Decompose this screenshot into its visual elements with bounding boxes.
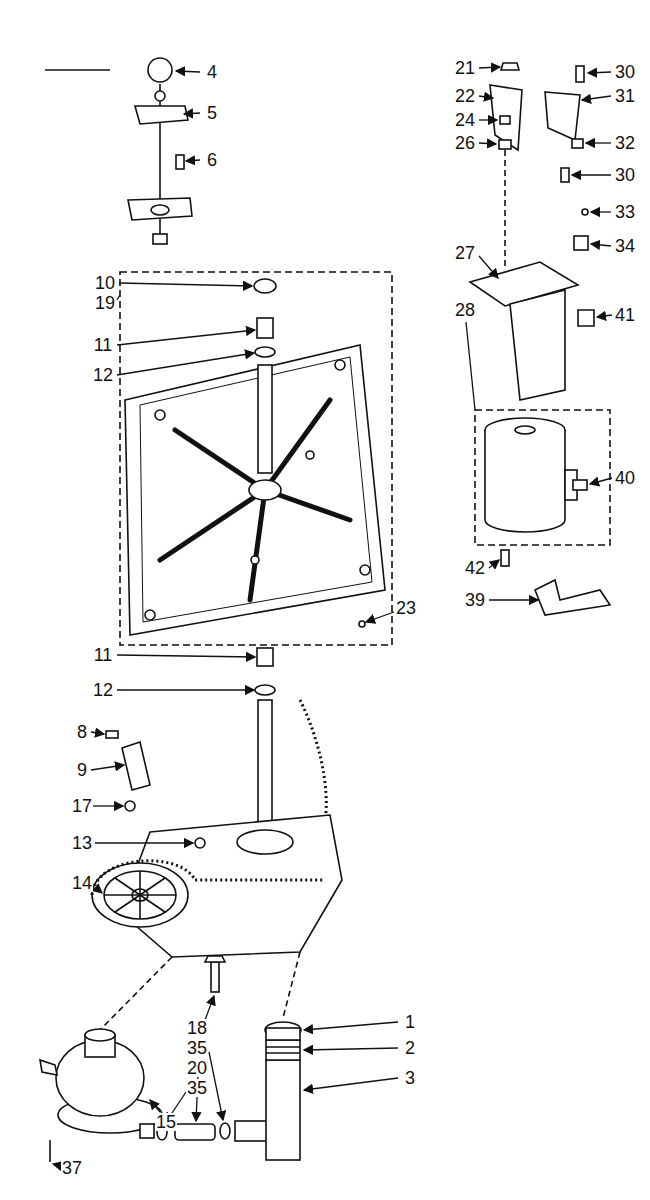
- callout-number: 26: [454, 134, 476, 152]
- callout-number: 35: [186, 1039, 208, 1057]
- callout-number: 4: [206, 63, 218, 81]
- callout-number: 1: [404, 1013, 416, 1031]
- callout-number: 30: [614, 63, 636, 81]
- callout-number: 32: [614, 134, 636, 152]
- callout-number: 15: [155, 1113, 177, 1131]
- motor-assembly: [470, 63, 610, 615]
- callout-number: 20: [186, 1059, 208, 1077]
- callout-number: 28: [454, 301, 476, 319]
- transmission: [92, 700, 342, 1035]
- callout-number: 39: [464, 591, 486, 609]
- base-plate-assembly: [120, 272, 392, 695]
- callout-number: 6: [206, 151, 218, 169]
- callout-number: 33: [614, 203, 636, 221]
- callout-number: 40: [614, 469, 636, 487]
- callout-number: 11: [93, 646, 114, 664]
- callout-number: 8: [76, 723, 88, 741]
- callout-number: 3: [404, 1069, 416, 1087]
- callout-number: 23: [395, 599, 417, 617]
- callout-number: 10: [94, 274, 116, 292]
- callout-number: 19: [94, 294, 116, 312]
- callout-number: 13: [71, 834, 93, 852]
- callout-number: 41: [614, 306, 636, 324]
- callout-number: 42: [464, 559, 486, 577]
- callout-number: 34: [614, 237, 636, 255]
- callout-number: 27: [454, 244, 476, 262]
- callout-number: 9: [76, 761, 88, 779]
- agitator-rod-assembly: [45, 58, 192, 244]
- callout-number: 35: [186, 1079, 208, 1097]
- callout-number: 24: [454, 111, 476, 129]
- callout-number: 5: [206, 104, 218, 122]
- callout-number: 12: [92, 681, 114, 699]
- callout-number: 11: [93, 336, 114, 354]
- callout-number: 21: [454, 59, 476, 77]
- callout-number: 2: [404, 1039, 416, 1057]
- leader-lines: [53, 67, 612, 1166]
- callout-number: 17: [71, 797, 93, 815]
- callout-number: 31: [614, 87, 636, 105]
- callout-number: 14: [71, 874, 93, 892]
- callout-number: 37: [61, 1159, 83, 1177]
- pump-and-hose: [40, 1022, 301, 1162]
- callout-number: 18: [186, 1019, 208, 1037]
- callout-number: 30: [614, 166, 636, 184]
- callout-number: 22: [454, 87, 476, 105]
- callout-number: 12: [92, 366, 114, 384]
- bracket-lines: [117, 295, 475, 410]
